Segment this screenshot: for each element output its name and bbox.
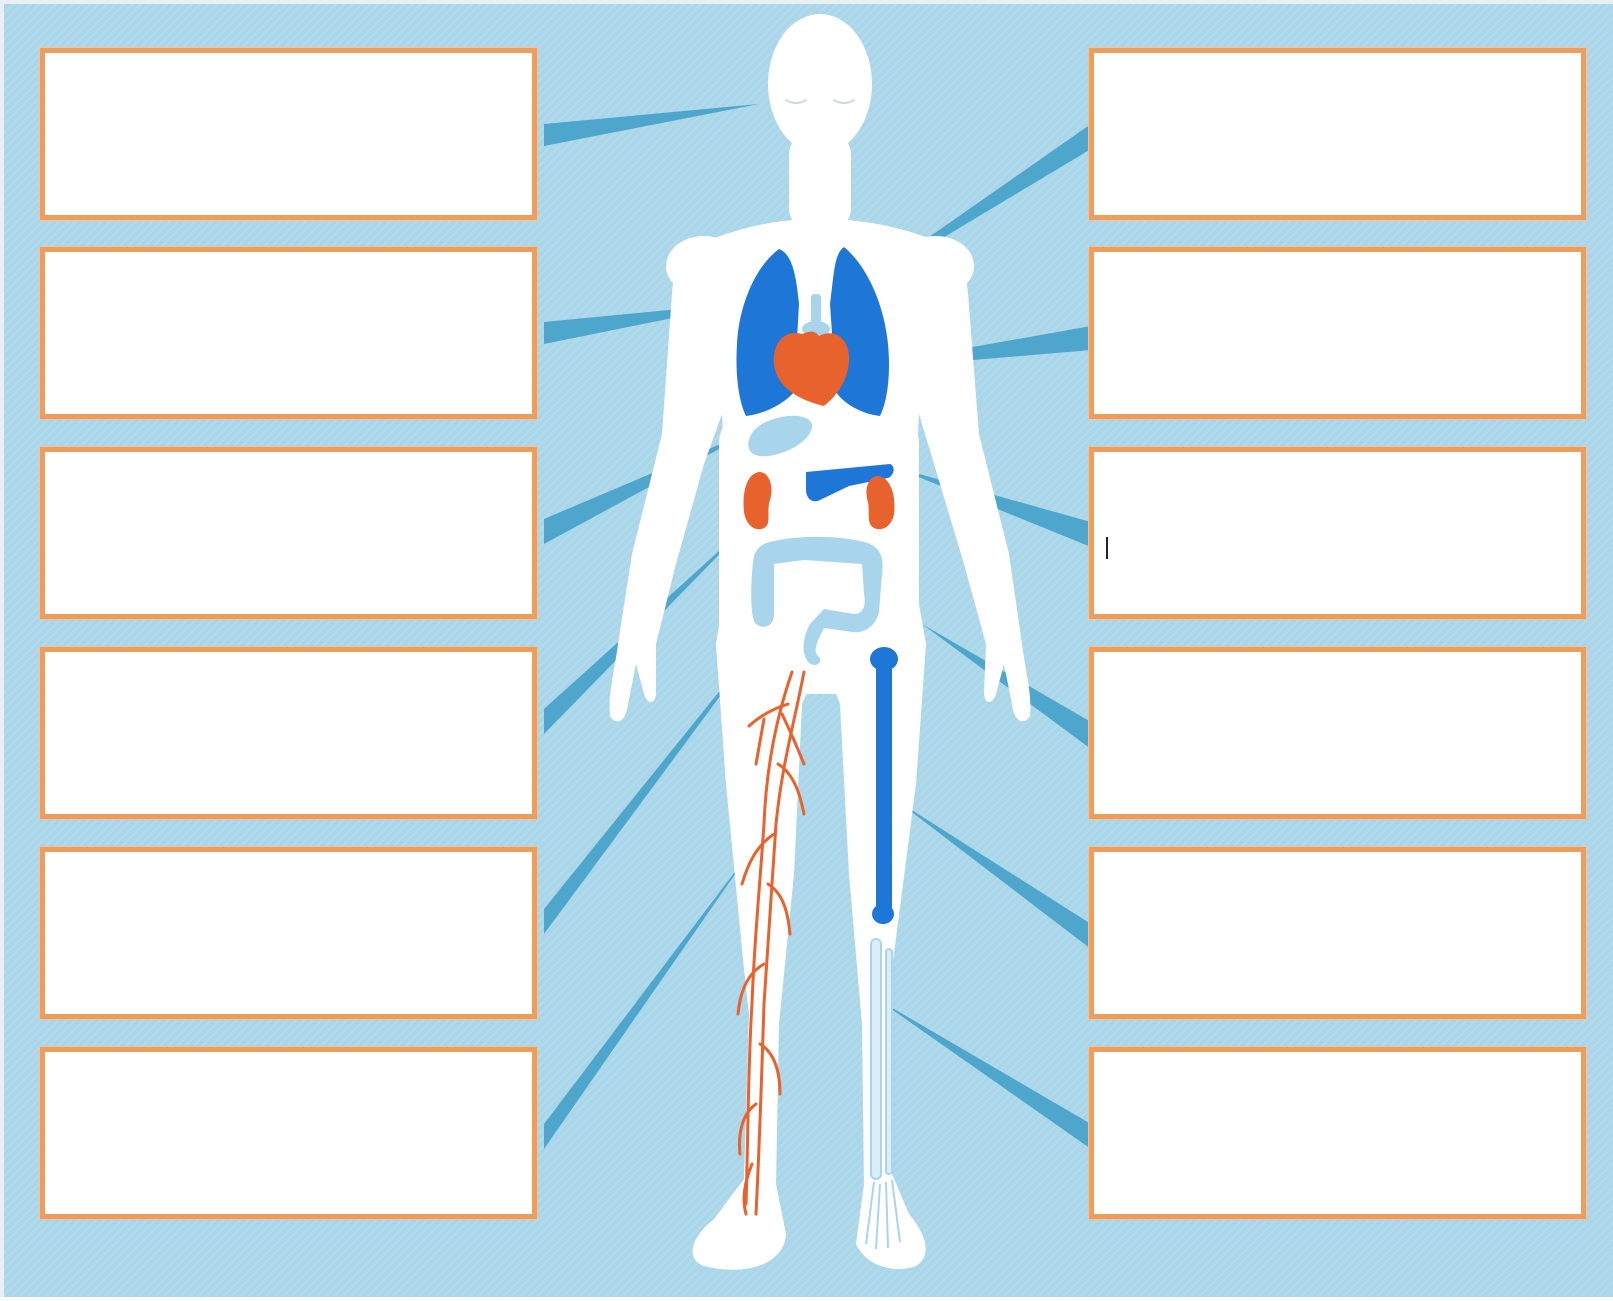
label-box-right-6[interactable] <box>1089 1047 1586 1219</box>
label-box-left-6[interactable] <box>40 1047 537 1219</box>
label-box-left-2[interactable] <box>40 247 537 419</box>
text-cursor <box>1106 537 1108 559</box>
label-box-left-1[interactable] <box>40 48 537 220</box>
pointer-right-6 <box>877 999 1091 1149</box>
label-box-right-5[interactable] <box>1089 847 1586 1019</box>
pointer-left-1 <box>544 104 759 146</box>
label-box-left-4[interactable] <box>40 647 537 819</box>
left-shoulder <box>666 236 742 296</box>
label-box-right-2[interactable] <box>1089 247 1586 419</box>
label-box-right-3[interactable] <box>1089 447 1586 619</box>
label-box-right-1[interactable] <box>1089 48 1586 220</box>
pointer-right-5 <box>896 800 1091 949</box>
label-box-right-4[interactable] <box>1089 647 1586 819</box>
head <box>768 14 872 154</box>
right-shoulder <box>898 236 974 296</box>
label-box-left-3[interactable] <box>40 447 537 619</box>
neck <box>789 134 851 229</box>
label-box-left-5[interactable] <box>40 847 537 1019</box>
body-silhouette <box>610 14 1031 1270</box>
